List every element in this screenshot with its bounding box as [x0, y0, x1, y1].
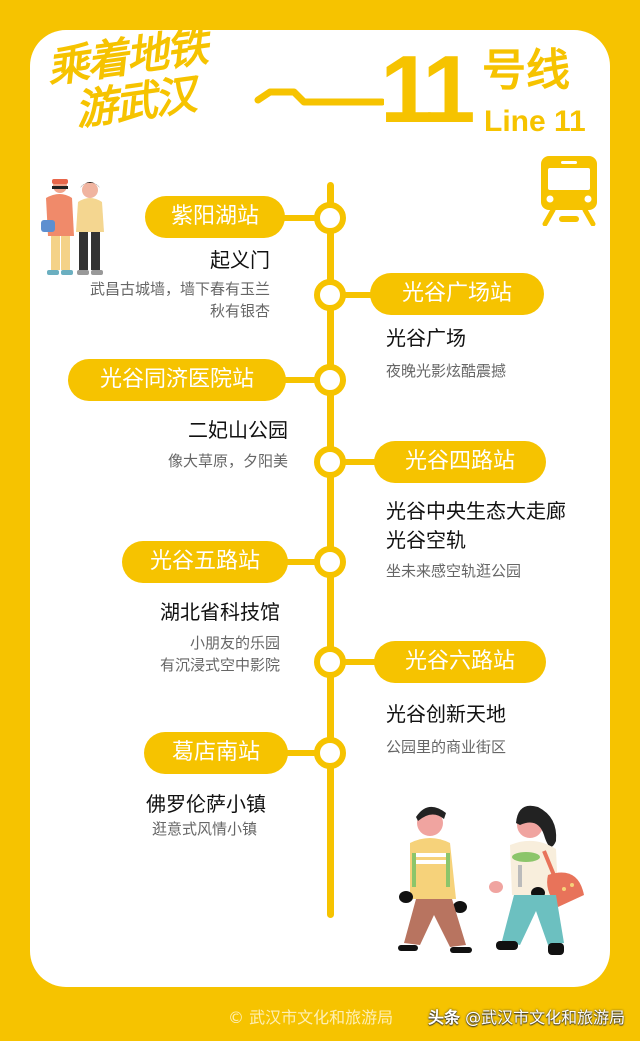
connector: [280, 559, 320, 565]
station-pill-guangguguangchang[interactable]: 光谷广场站: [370, 273, 544, 315]
metro-train-icon: [541, 156, 597, 226]
spot-desc: 像大草原，夕阳美: [167, 452, 288, 470]
spot-name: 二妃山公园: [188, 418, 288, 442]
connector: [340, 459, 380, 465]
spot-name: 起义门: [210, 248, 270, 272]
spot-desc: 有沉浸式空中影院: [159, 656, 280, 674]
station-node[interactable]: [314, 737, 346, 769]
station-pill-fifth-road[interactable]: 光谷五路站: [122, 541, 288, 583]
platform-name: 头条: [428, 1008, 461, 1027]
spot-desc: 坐未来感空轨逛公园: [386, 562, 522, 580]
account-name: @武汉市文化和旅游局: [465, 1008, 626, 1027]
spot-name: 光谷空轨: [386, 528, 466, 552]
spot-desc: 秋有银杏: [209, 302, 270, 320]
station-node[interactable]: [314, 546, 346, 578]
connector: [340, 292, 380, 298]
spot-name: 光谷广场: [386, 326, 466, 350]
copyright-text: © 武汉市文化和旅游局: [228, 1008, 394, 1027]
spot-desc: 小朋友的乐园: [189, 634, 280, 652]
line-label-cn: 号线: [482, 45, 570, 96]
station-pill-tongji-hospital[interactable]: 光谷同济医院站: [68, 359, 286, 401]
connector: [340, 659, 380, 665]
poster-card: [30, 30, 610, 987]
connector: [280, 377, 320, 383]
connector: [280, 750, 320, 756]
couple-illustration-icon: [41, 179, 104, 275]
squiggle-line-icon: [254, 88, 384, 106]
spot-desc: 逛意式风情小镇: [152, 820, 258, 838]
station-pill-sixth-road[interactable]: 光谷六路站: [374, 641, 546, 683]
connector: [280, 215, 320, 221]
spot-name: 佛罗伦萨小镇: [146, 792, 266, 816]
spot-desc: 武昌古城墙，墙下春有玉兰: [89, 280, 270, 298]
spot-name: 光谷创新天地: [386, 702, 506, 726]
spot-name: 湖北省科技馆: [160, 600, 280, 624]
station-node[interactable]: [314, 364, 346, 396]
watermark: 头条 @武汉市文化和旅游局: [428, 1006, 625, 1030]
spot-desc: 公园里的商业街区: [386, 738, 507, 756]
spot-name: 光谷中央生态大走廊: [386, 499, 566, 523]
line-label-en: Line 11: [484, 105, 586, 138]
station-pill-sixth-road[interactable]: 光谷四路站: [374, 441, 546, 483]
line-number: 11: [380, 36, 476, 143]
station-pill-gediannan[interactable]: 葛店南站: [144, 732, 288, 774]
walking-couple-illustration-icon: [398, 805, 584, 955]
spot-desc: 夜晚光影炫酷震撼: [386, 362, 507, 380]
station-pill-ziyanghu[interactable]: 紫阳湖站: [145, 196, 285, 238]
station-node[interactable]: [314, 202, 346, 234]
